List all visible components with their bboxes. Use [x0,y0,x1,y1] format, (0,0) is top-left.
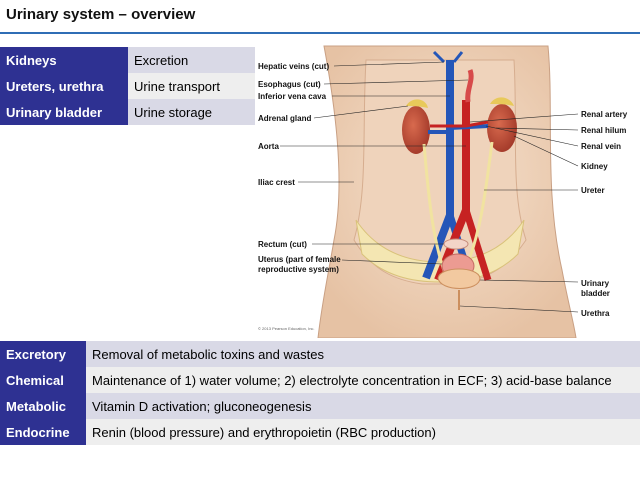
label-iliac-crest: Iliac crest [258,178,295,187]
hepatic-veins [432,50,464,64]
right-adrenal-gland [490,97,514,106]
title-divider [0,32,640,34]
table-row: Metabolic Vitamin D activation; gluconeo… [0,393,640,419]
renal-artery [430,120,489,128]
description-cell: Renin (blood pressure) and erythropoieti… [86,419,640,445]
page-title: Urinary system – overview [6,6,196,23]
rectum [443,238,469,250]
table-row: Excretory Removal of metabolic toxins an… [0,341,640,367]
label-kidney: Kidney [581,162,608,171]
table-row: Ureters, urethra Urine transport [0,73,255,99]
label-aorta: Aorta [258,142,279,151]
category-cell: Endocrine [0,419,86,445]
functions-table: Excretory Removal of metabolic toxins an… [0,341,640,445]
renal-vein [428,124,489,134]
category-cell: Chemical [0,367,86,393]
label-urethra: Urethra [581,309,610,318]
urinary-bladder [437,268,481,289]
label-urinary-bladder-line2: bladder [581,289,610,298]
organs-table: Kidneys Excretion Ureters, urethra Urine… [0,47,255,125]
label-renal-artery: Renal artery [581,110,628,119]
category-cell: Excretory [0,341,86,367]
organ-cell: Kidneys [0,47,128,73]
function-cell: Urine transport [128,73,255,99]
label-renal-hilum: Renal hilum [581,126,626,135]
table-row: Urinary bladder Urine storage [0,99,255,125]
copyright-notice: © 2013 Pearson Education, Inc. [258,326,315,331]
description-cell: Maintenance of 1) water volume; 2) elect… [86,367,640,393]
label-urinary-bladder-line1: Urinary [581,279,610,288]
label-adrenal-gland: Adrenal gland [258,114,311,123]
label-uterus-line2: reproductive system) [258,265,339,274]
left-ureter [422,143,448,277]
label-hepatic-veins: Hepatic veins (cut) [258,62,329,71]
label-renal-vein: Renal vein [581,142,621,151]
table-row: Endocrine Renin (blood pressure) and ery… [0,419,640,445]
aorta [462,208,492,282]
leader-lines-right [459,113,579,313]
label-esophagus: Esophagus (cut) [258,80,321,89]
category-cell: Metabolic [0,393,86,419]
function-cell: Excretion [128,47,255,73]
description-cell: Removal of metabolic toxins and wastes [86,341,640,367]
function-cell: Urine storage [128,99,255,125]
label-inferior-vena-cava: Inferior vena cava [258,92,327,101]
esophagus [465,69,474,103]
label-uterus-line1: Uterus (part of female [258,255,341,264]
label-ureter: Ureter [581,186,605,195]
table-row: Kidneys Excretion [0,47,255,73]
table-row: Chemical Maintenance of 1) water volume;… [0,367,640,393]
organ-cell: Urinary bladder [0,99,128,125]
left-adrenal-gland [406,99,428,108]
leader-lines-left [280,61,469,265]
description-cell: Vitamin D activation; gluconeogenesis [86,393,640,419]
urinary-anatomy-figure: Hepatic veins (cut) Esophagus (cut) Infe… [258,45,628,338]
organ-cell: Ureters, urethra [0,73,128,99]
left-kidney [402,106,430,154]
label-rectum: Rectum (cut) [258,240,307,249]
